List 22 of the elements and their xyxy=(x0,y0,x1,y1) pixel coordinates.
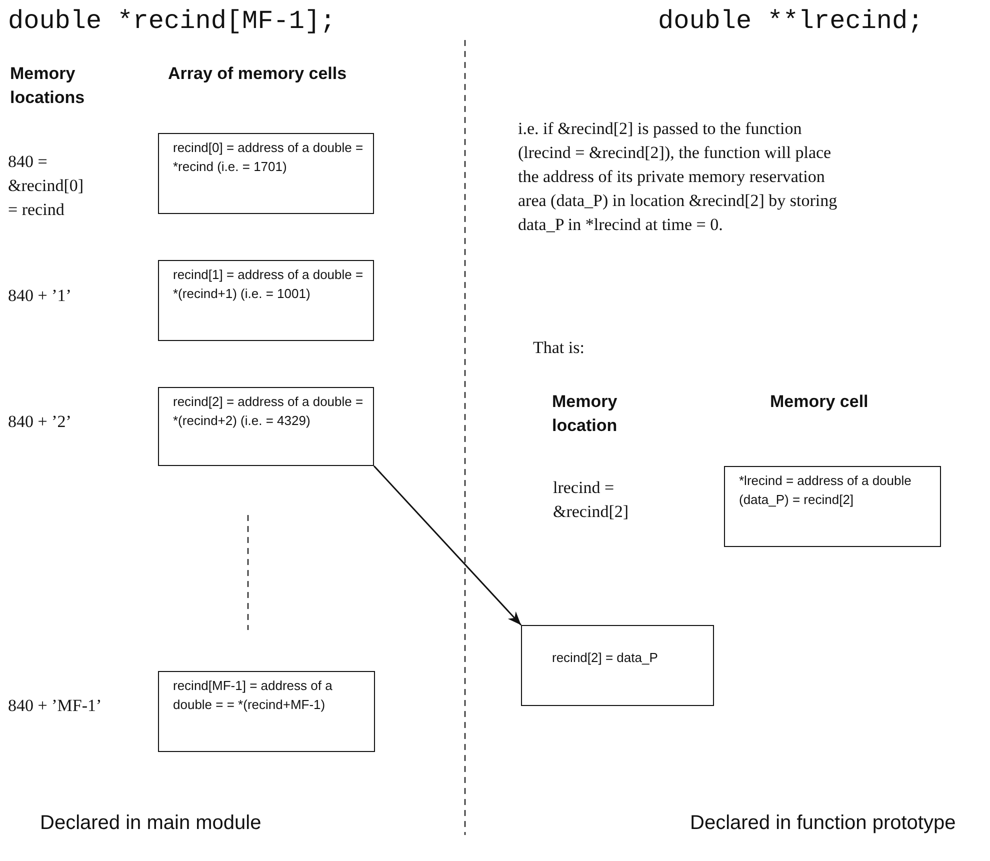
section-caption: Declared in function prototype xyxy=(690,812,956,835)
memory-address: lrecind = &recind[2] xyxy=(553,477,630,523)
memory-address: 840 + ’MF-1’ xyxy=(8,695,102,717)
column-heading: Array of memory cells xyxy=(168,63,348,85)
memory-address: 840 = &recind[0] = recind xyxy=(8,151,85,221)
section-caption: Declared in main module xyxy=(40,812,262,835)
column-heading: Memory location xyxy=(552,391,618,437)
memory-cell-box: *lrecind = address of a double (data_P) = recind[2] xyxy=(724,466,941,547)
memory-address: 840 + ’2’ xyxy=(8,411,72,433)
memory-cell-box: recind[2] = address of a double = *(recind+2) (i.e. = 4329) xyxy=(158,387,374,466)
note-text: That is: xyxy=(533,337,584,359)
memory-cell-box: recind[1] = address of a double = *(recind+1) (i.e. = 1001) xyxy=(158,260,374,341)
arrow xyxy=(373,466,522,626)
explanation-paragraph: i.e. if &recind[2] is passed to the function (lrecind = &recind[2]), the function will place the address of its private memory reservation area (data_P) in location &recind[2] by storing data_P in *lrecind at time = 0. xyxy=(518,118,838,236)
code-declaration: double **lrecind; xyxy=(658,6,924,36)
memory-cell-box: recind[2] = data_P xyxy=(521,625,714,706)
column-heading: Memory cell xyxy=(770,391,870,413)
code-declaration: double *recind[MF-1]; xyxy=(8,6,336,36)
memory-cell-box: recind[0] = address of a double = *recind (i.e. = 1701) xyxy=(158,133,374,214)
memory-cell-box: recind[MF-1] = address of a double = = *(recind+MF-1) xyxy=(158,671,375,752)
memory-address: 840 + ’1’ xyxy=(8,285,72,307)
column-heading: Memory locations xyxy=(10,63,86,109)
